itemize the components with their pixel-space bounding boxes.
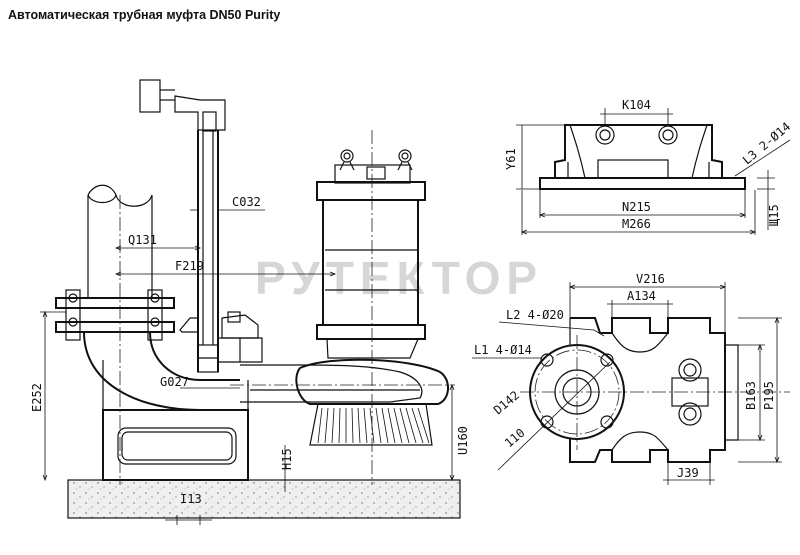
dim-f: F219 (175, 259, 204, 273)
dim-sh: Щ15 (767, 204, 781, 226)
top-bracket (139, 79, 161, 113)
dim-d: D142 (491, 388, 522, 417)
dim-m: M266 (622, 217, 651, 231)
dim-u: U160 (456, 426, 470, 455)
dim-k: K104 (622, 98, 651, 112)
dim-n: N215 (622, 200, 651, 214)
dim-a: A134 (627, 289, 656, 303)
drawing-title: Автоматическая трубная муфта DN50 Purity (8, 8, 281, 22)
base-top-view: V216 A134 L2 4-Ø20 L1 4-Ø14 D142 110 B16… (472, 272, 790, 485)
dim-i: I13 (180, 492, 202, 506)
dim-y: Y61 (504, 148, 518, 170)
dim-l1: L1 4-Ø14 (474, 343, 532, 357)
concrete-base (67, 479, 461, 519)
dim-g: G027 (160, 375, 189, 389)
dim-p: P195 (762, 381, 776, 410)
dim-l2: L2 4-Ø20 (506, 308, 564, 322)
side-view: C032 Q131 F219 G027 E252 H15 I13 U160 (30, 79, 470, 525)
dim-b: B163 (744, 381, 758, 410)
dim-e: E252 (30, 383, 44, 412)
dim-c: C032 (232, 195, 261, 209)
base-front-view: K104 Y61 L3 2-Ø14 N215 M266 Щ15 (504, 98, 793, 235)
dim-j: J39 (677, 466, 699, 480)
dim-q: Q131 (128, 233, 157, 247)
dim-v: V216 (636, 272, 665, 286)
dim-o: 110 (502, 426, 528, 451)
watermark: РУТЕКТОР (255, 252, 543, 304)
dim-h: H15 (280, 448, 294, 470)
